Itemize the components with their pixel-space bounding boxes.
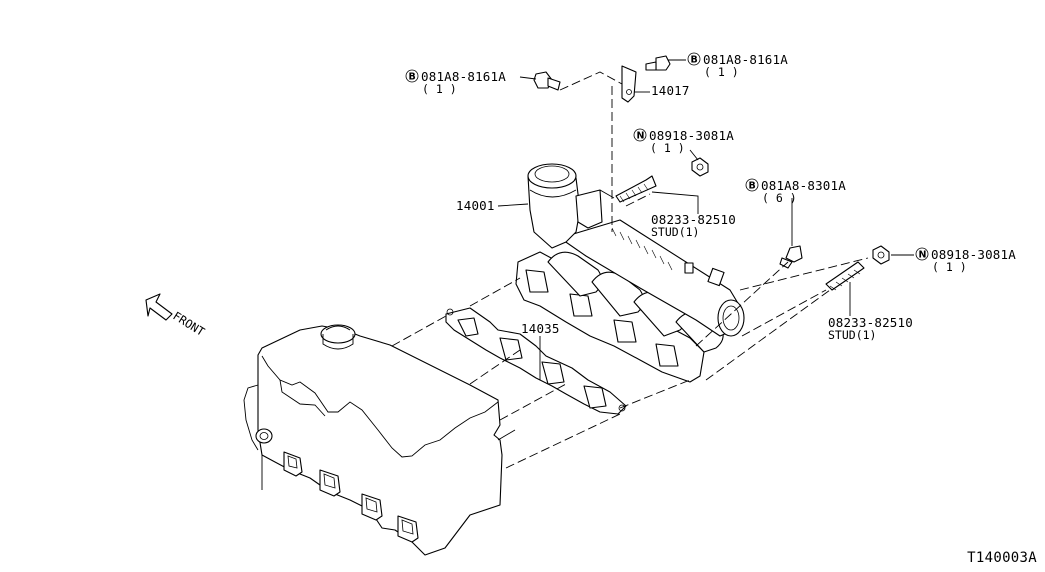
part-qty: ( 6 ) [762, 191, 797, 205]
callout-bolt-left: B 081A8-8161A ( 1 ) [405, 69, 506, 96]
front-arrow-icon [145, 293, 173, 321]
svg-text:B: B [749, 181, 756, 192]
callout-nut-upper: N 08918-3081A ( 1 ) [633, 128, 734, 155]
svg-text:N: N [637, 131, 645, 142]
part-qty: STUD(1) [651, 225, 699, 239]
part-number: 08233-82510 [828, 315, 913, 330]
nut-badge-icon [633, 128, 647, 142]
bolt-badge-icon [687, 52, 701, 66]
svg-text:B: B [409, 72, 416, 83]
bolt-badge-icon [745, 178, 759, 192]
cylinder-head-illustration [243, 324, 516, 556]
part-number: 14001 [456, 198, 495, 213]
part-qty: ( 1 ) [932, 260, 967, 274]
part-qty: STUD(1) [828, 328, 876, 342]
callout-stud-right: 08233-82510 STUD(1) [828, 315, 913, 342]
callout-bolt-manifold: B 081A8-8301A ( 6 ) [745, 178, 846, 205]
part-number: 08918-3081A [931, 247, 1016, 262]
callout-gasket: 14035 [521, 321, 560, 336]
bolt-badge-icon [405, 69, 419, 83]
part-number: 081A8-8161A [421, 69, 506, 84]
part-number: 081A8-8301A [761, 178, 846, 193]
part-number: 14017 [651, 83, 690, 98]
gasket-illustration [445, 307, 627, 415]
callout-bracket: 14017 [651, 83, 690, 98]
front-label: FRONT [170, 309, 207, 339]
front-direction-indicator: FRONT [145, 293, 207, 339]
callout-bolt-top-right: B 081A8-8161A ( 1 ) [687, 52, 788, 79]
bracket-illustration [621, 65, 637, 103]
nut-badge-icon [915, 247, 929, 261]
callout-manifold: 14001 [456, 198, 495, 213]
part-number: 14035 [521, 321, 560, 336]
part-number: 08918-3081A [649, 128, 734, 143]
part-number: 081A8-8161A [703, 52, 788, 67]
svg-text:N: N [919, 250, 927, 261]
part-qty: ( 1 ) [704, 65, 739, 79]
part-number: 08233-82510 [651, 212, 736, 227]
part-qty: ( 1 ) [422, 82, 457, 96]
leader-lines [391, 59, 914, 469]
part-qty: ( 1 ) [650, 141, 685, 155]
diagram-code: T140003A [967, 550, 1037, 566]
intake-manifold-illustration [515, 163, 745, 383]
callout-nut-right: N 08918-3081A ( 1 ) [915, 247, 1016, 274]
fastener-illustrations [533, 55, 890, 291]
svg-text:B: B [691, 55, 698, 66]
callout-stud-upper: 08233-82510 STUD(1) [651, 212, 736, 239]
